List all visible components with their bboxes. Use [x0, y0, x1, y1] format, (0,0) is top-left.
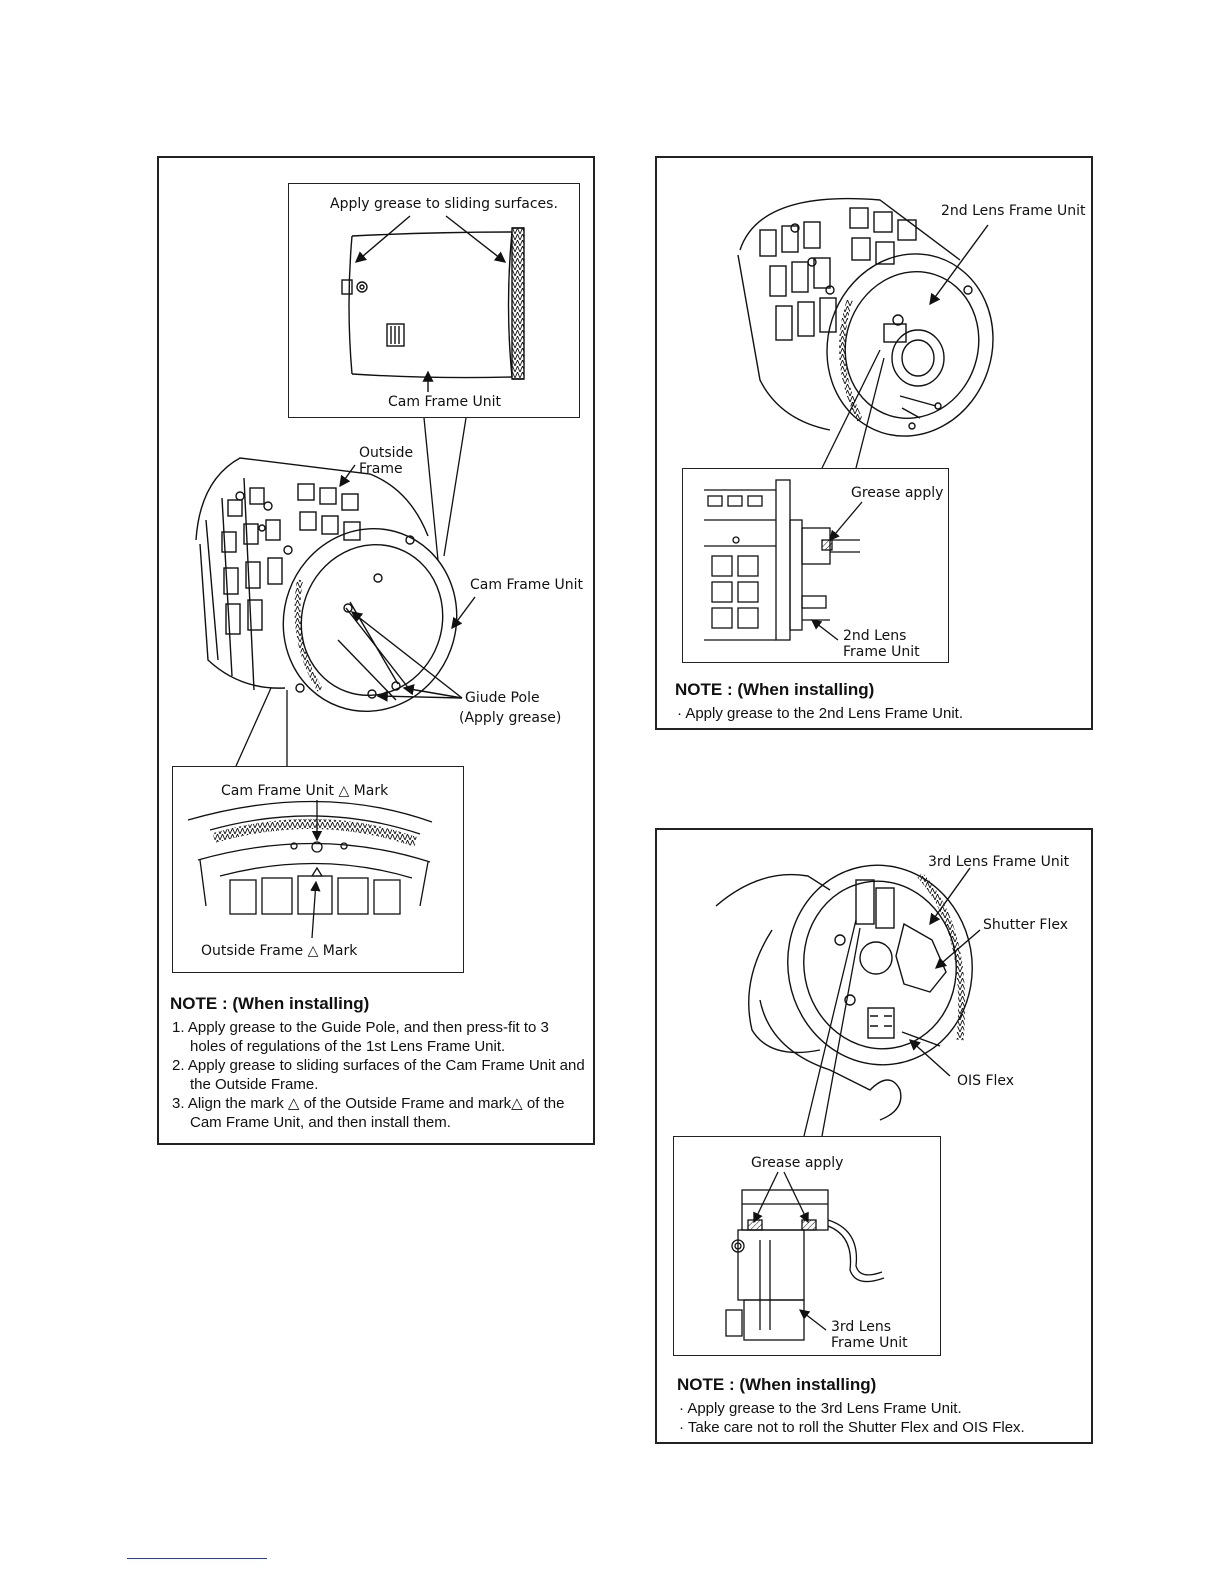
second-lens-label: 2nd Lens Frame Unit — [941, 203, 1086, 219]
footer-rule — [127, 1558, 267, 1559]
note-bullet: · Apply grease to the 2nd Lens Frame Uni… — [677, 705, 963, 722]
cam-frame-unit-inset — [288, 183, 580, 418]
cam-frame-unit-inset-label: Cam Frame Unit — [388, 394, 502, 410]
cam-frame-cylinder-side — [341, 215, 525, 392]
note-bullet: · Take care not to roll the Shutter Flex… — [679, 1419, 1025, 1436]
second-lens-note: NOTE : (When installing) · Apply grease … — [675, 680, 1085, 723]
outside-frame-label-line1: Outside — [359, 445, 414, 461]
apply-grease-label: Apply grease to sliding surfaces. — [330, 196, 558, 212]
note-title: NOTE : (When installing) — [170, 994, 370, 1013]
second-lens-inset-label-2: Frame Unit — [843, 644, 920, 660]
second-lens-inset — [682, 468, 949, 663]
third-lens-inset-label-2: Frame Unit — [831, 1335, 908, 1351]
outside-mark-label: Outside Frame △ Mark — [201, 943, 358, 959]
cam-mark-label: Cam Frame Unit △ Mark — [221, 783, 389, 799]
note-step: 3. Align the mark △ of the Outside Frame… — [172, 1095, 565, 1131]
third-lens-grease-label: Grease apply — [751, 1155, 844, 1171]
mark-detail-drawing — [187, 800, 433, 939]
third-lens-assembly — [715, 864, 981, 1121]
note-steps: 1. Apply grease to the Guide Pole, and t… — [170, 1018, 588, 1132]
cam-frame-unit-label: Cam Frame Unit — [470, 577, 584, 593]
second-lens-grease-label: Grease apply — [851, 485, 944, 501]
third-lens-inset-label-1: 3rd Lens — [831, 1319, 892, 1335]
third-lens-note: NOTE : (When installing) · Apply grease … — [677, 1375, 1087, 1437]
cam-frame-assembly — [195, 457, 476, 713]
second-lens-connector-lines — [821, 349, 885, 469]
shutter-flex-label: Shutter Flex — [983, 917, 1069, 933]
second-lens-inset-label-1: 2nd Lens — [843, 628, 907, 644]
note-title: NOTE : (When installing) — [675, 680, 875, 699]
note-title: NOTE : (When installing) — [677, 1375, 877, 1394]
ois-flex-label: OIS Flex — [957, 1073, 1015, 1089]
second-lens-assembly — [737, 197, 994, 437]
third-lens-inset-drawing — [725, 1171, 885, 1341]
note-step: 2. Apply grease to sliding surfaces of t… — [172, 1057, 585, 1093]
cam-frame-note: NOTE : (When installing) 1. Apply grease… — [170, 994, 588, 1132]
note-bullet: · Apply grease to the 3rd Lens Frame Uni… — [679, 1400, 962, 1417]
note-step: 1. Apply grease to the Guide Pole, and t… — [172, 1019, 549, 1055]
guide-pole-label: Giude Pole — [465, 690, 540, 706]
second-lens-inset-drawing — [704, 479, 863, 641]
inset-connector-lines — [235, 417, 467, 767]
third-lens-label: 3rd Lens Frame Unit — [928, 854, 1070, 870]
third-lens-connector-lines — [803, 919, 861, 1137]
apply-grease-pole-label: (Apply grease) — [459, 710, 562, 726]
outside-frame-label-line2: Frame — [359, 461, 403, 477]
